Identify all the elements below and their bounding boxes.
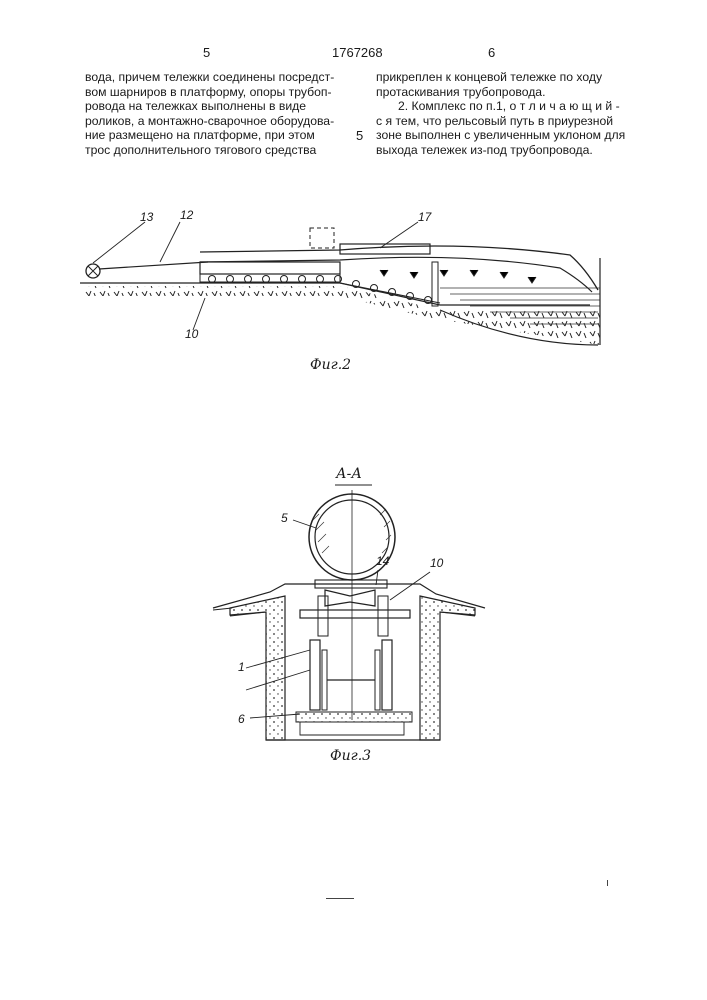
- text-line: прикреплен к концевой тележке по ходу: [376, 70, 632, 85]
- cable-line: [99, 262, 208, 269]
- trolley-leg-right: [382, 640, 392, 710]
- ref-17: 17: [418, 210, 431, 224]
- text-line: 2. Комплекс по п.1, о т л и ч а ю щ и й …: [376, 99, 632, 114]
- inclined-rail: [340, 283, 440, 303]
- ref-13: 13: [140, 210, 153, 224]
- text-line: вом шарниров в платформу, опоры трубоп-: [85, 85, 347, 100]
- text-line: вода, причем тележки соединены посредст-: [85, 70, 347, 85]
- ground-surface: [213, 584, 485, 608]
- text-line: с я тем, что рельсовый путь в приурезной: [376, 114, 632, 129]
- pipe-supports: [380, 270, 536, 283]
- welding-cabin: [340, 244, 430, 254]
- ref-10-fig3: 10: [430, 556, 443, 570]
- page-number-right: 6: [488, 45, 495, 60]
- ref-12: 12: [180, 208, 193, 222]
- trolley-frame: [300, 610, 410, 618]
- text-line: ровода на тележках выполнены в виде: [85, 99, 347, 114]
- seabed-curve: [440, 310, 598, 345]
- figure-3-caption: Фиг.3: [330, 748, 371, 764]
- rail-base: [296, 712, 412, 722]
- ground-line: [80, 283, 590, 305]
- text-line: выхода тележек из-под трубопровода.: [376, 143, 632, 158]
- patent-number: 1767268: [332, 45, 383, 60]
- winch-icon: [86, 264, 100, 278]
- margin-line-number: 5: [356, 128, 363, 143]
- platform: [200, 262, 340, 274]
- page-number-left: 5: [203, 45, 210, 60]
- ref-10: 10: [185, 327, 198, 341]
- text-line: трос дополнительного тягового средства: [85, 143, 347, 158]
- text-line: зоне выполнен с увеличенным уклоном для: [376, 128, 632, 143]
- trolley-leg-left: [310, 640, 320, 710]
- bottom-rule: [326, 898, 354, 899]
- ref-1: 1: [238, 660, 245, 674]
- ref-5: 5: [281, 511, 288, 525]
- left-text-column: вода, причем тележки соединены посредст-…: [85, 70, 347, 158]
- figure-2-caption: Фиг.2: [310, 357, 351, 373]
- soil-hatch: [85, 286, 600, 345]
- text-line: протаскивания трубопровода.: [376, 85, 632, 100]
- section-label: А-А: [336, 466, 362, 482]
- text-line: роликов, а монтажно-сварочное оборудова-: [85, 114, 347, 129]
- water-lines: [440, 288, 600, 324]
- trench-right-wall: [420, 596, 475, 740]
- right-text-column: прикреплен к концевой тележке по ходу пр…: [376, 70, 632, 158]
- pipeline: [200, 246, 598, 290]
- side-tick: [607, 880, 608, 886]
- dashed-equipment: [310, 228, 334, 248]
- support-post: [432, 262, 438, 306]
- roller-support: [325, 590, 375, 606]
- rollers: [209, 276, 432, 304]
- text-line: ние размещено на платформе, при этом: [85, 128, 347, 143]
- ref-14: 14: [376, 554, 389, 568]
- ref-6: 6: [238, 712, 245, 726]
